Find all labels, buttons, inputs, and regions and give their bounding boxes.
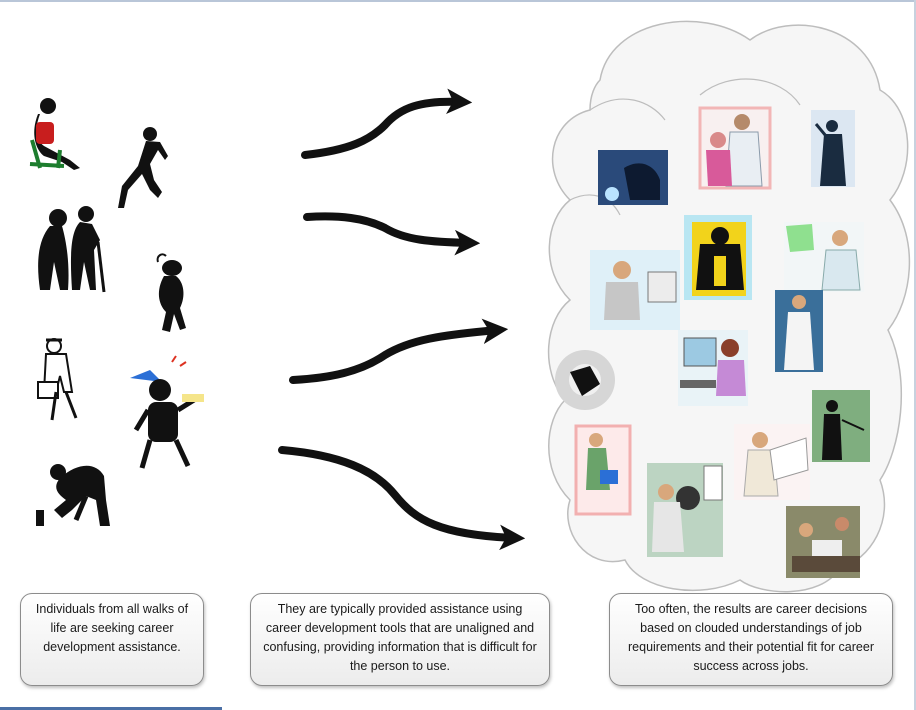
- arrows: [278, 88, 526, 551]
- machinist-icon: [684, 215, 752, 300]
- teacher-silhouette-icon: [812, 390, 870, 462]
- falling-gears-icon: [555, 350, 615, 410]
- nurse-icon: [775, 290, 823, 372]
- arrow-1: [301, 88, 473, 159]
- welder-icon: [598, 150, 668, 205]
- arrow-4: [278, 446, 526, 551]
- doctor-family-icon: [698, 106, 772, 190]
- woman-sitting-icon: [29, 98, 80, 170]
- top-border: [0, 0, 916, 2]
- architect-icon: [734, 424, 810, 500]
- right-border: [914, 0, 916, 710]
- thinking-person-icon: [156, 253, 186, 332]
- businessman-briefcase-icon: [37, 338, 78, 421]
- party-person-icon: [130, 355, 204, 469]
- engineer-computer-icon: [590, 250, 680, 330]
- tools-caption-box: They are typically provided assistance u…: [250, 593, 550, 686]
- presenter-silhouette-icon: [811, 110, 855, 187]
- tourist-icon: [574, 424, 632, 516]
- scientist-icon: [784, 222, 864, 292]
- bottom-accent-bar: [0, 707, 222, 710]
- arrow-3: [289, 318, 509, 384]
- meeting-icon: [786, 506, 860, 578]
- bending-person-icon: [36, 464, 110, 526]
- elderly-couple-icon: [38, 206, 106, 293]
- results-caption: Too often, the results are career decisi…: [628, 602, 874, 673]
- runner-icon: [118, 127, 168, 208]
- individuals-caption: Individuals from all walks of life are s…: [35, 602, 189, 654]
- office-worker-icon: [678, 330, 748, 406]
- results-caption-box: Too often, the results are career decisi…: [609, 593, 893, 686]
- arrow-2: [303, 212, 481, 256]
- optometrist-icon: [647, 463, 723, 557]
- tools-caption: They are typically provided assistance u…: [263, 602, 537, 673]
- individuals-caption-box: Individuals from all walks of life are s…: [20, 593, 204, 686]
